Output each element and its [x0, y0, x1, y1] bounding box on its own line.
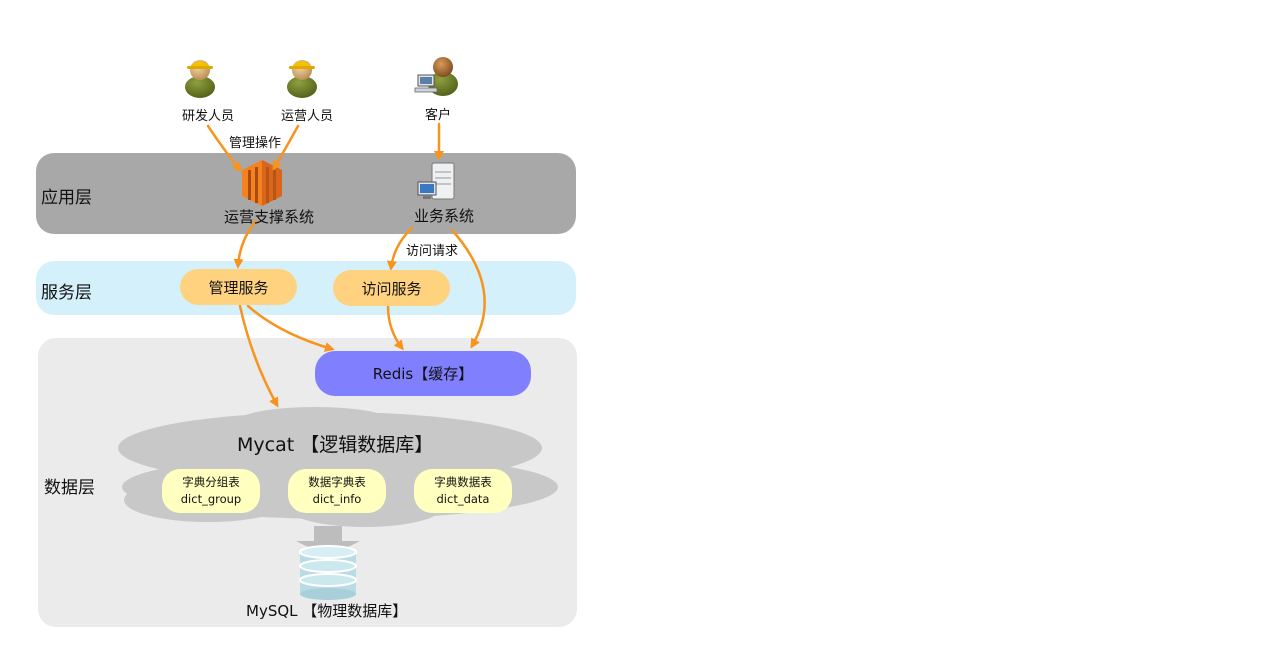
service-layer-label: 服务层 — [41, 283, 92, 303]
access-request-edge-label: 访问请求 — [406, 244, 459, 259]
mysql-label: MySQL 【物理数据库】 — [246, 602, 408, 620]
developer-icon — [185, 60, 215, 98]
business-system-icon — [417, 162, 455, 200]
operator-label: 运营人员 — [280, 109, 333, 124]
access-service-node: 访问服务 — [333, 270, 450, 306]
operator-icon — [287, 60, 317, 98]
arrow-manage-to-redis — [246, 304, 335, 352]
application-layer — [36, 153, 576, 234]
table-cn-name: 字典数据表 — [434, 475, 492, 489]
customer-icon — [414, 57, 458, 96]
data-layer-label: 数据层 — [44, 478, 95, 498]
dict-data-table: 字典数据表 dict_data — [414, 469, 512, 513]
service-layer — [36, 261, 576, 315]
arrow-business-to-redis — [450, 228, 486, 349]
business-system-label: 业务系统 — [413, 207, 474, 225]
table-en-name: dict_group — [180, 492, 242, 506]
mysql-database-icon — [299, 545, 357, 600]
dict-info-table: 数据字典表 dict_info — [288, 469, 386, 513]
arrow-ops-to-manage-service — [233, 219, 258, 269]
redis-cache-node: Redis【缓存】 — [315, 351, 531, 396]
developer-label: 研发人员 — [181, 109, 234, 124]
arrow-business-to-access-service — [386, 226, 414, 271]
ops-system-label: 运营支撑系统 — [223, 208, 314, 226]
mycat-title: Mycat 【逻辑数据库】 — [237, 434, 434, 456]
table-en-name: dict_data — [436, 492, 490, 506]
arrow-operator-to-ops — [272, 124, 300, 171]
arrow-developer-to-ops — [206, 124, 242, 173]
table-en-name: dict_info — [312, 492, 362, 506]
customer-label: 客户 — [424, 108, 451, 123]
mycat-to-mysql-arrow — [296, 526, 360, 557]
manage-ops-edge-label: 管理操作 — [229, 136, 282, 151]
table-cn-name: 数据字典表 — [308, 475, 366, 489]
dict-group-table: 字典分组表 dict_group — [162, 469, 260, 513]
application-layer-label: 应用层 — [41, 188, 92, 208]
ops-system-icon — [242, 160, 282, 206]
manage-service-node: 管理服务 — [180, 269, 297, 305]
table-cn-name: 字典分组表 — [182, 475, 240, 489]
arrow-access-to-redis — [386, 304, 404, 351]
arrow-manage-to-mycat — [238, 304, 279, 408]
